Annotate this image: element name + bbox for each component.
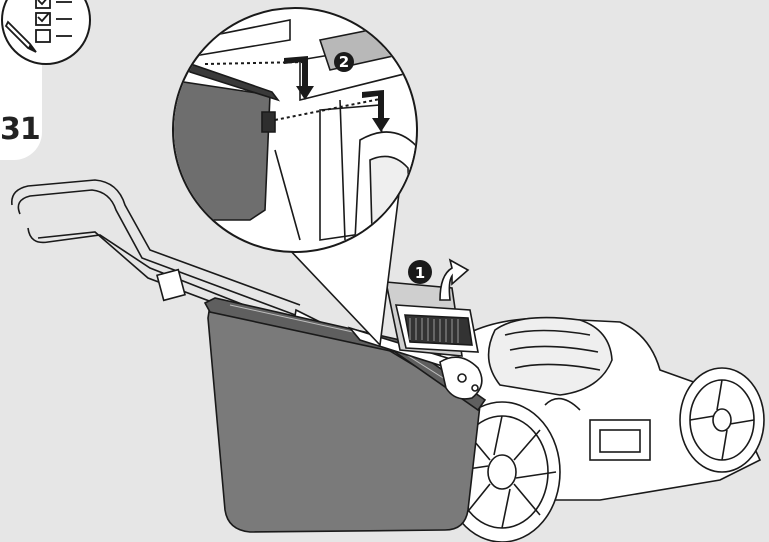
callout-marker-1: 1	[408, 260, 432, 284]
lift-arrow-icon	[439, 258, 470, 301]
grass-bag	[203, 297, 487, 533]
detail-magnifier	[172, 7, 418, 347]
callout-marker-2: 2	[334, 52, 354, 72]
callout-label-1: 1	[415, 264, 425, 282]
discharge-flap	[384, 281, 479, 357]
front-wheel	[679, 367, 765, 473]
step-number: 31	[0, 112, 41, 147]
bag-hinge	[347, 326, 483, 400]
callout-label-2: 2	[339, 53, 349, 71]
checklist-pencil-icon	[1, 0, 91, 65]
down-arrow-icon	[284, 56, 390, 132]
